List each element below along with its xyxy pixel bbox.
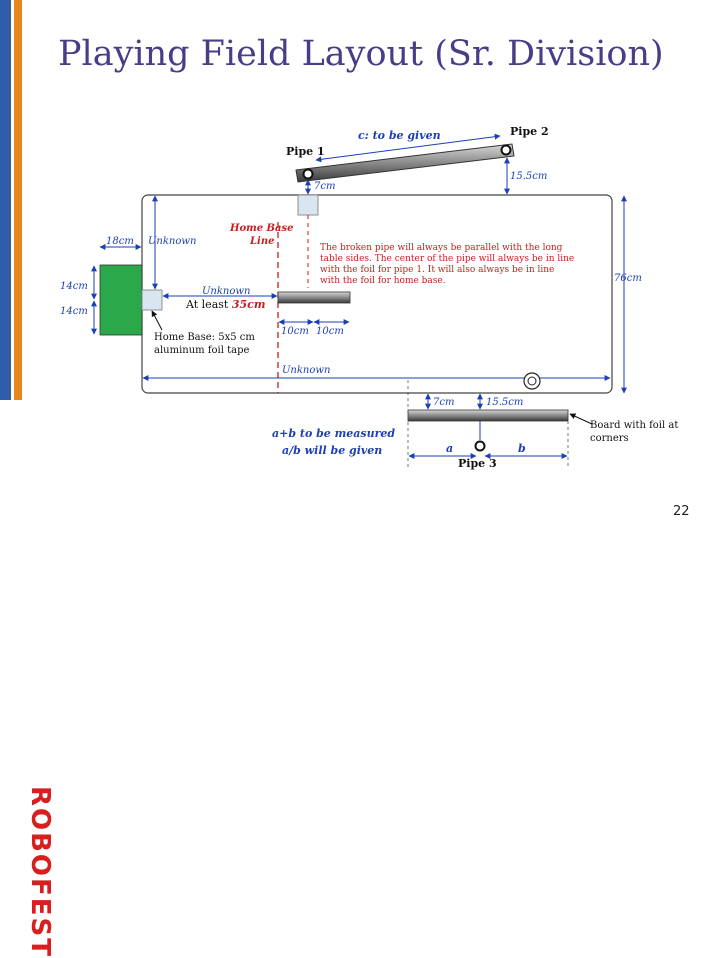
d10-a-label: 10cm [281,326,309,337]
note-line-4: with the foil for home base. [320,276,446,286]
d76-label: 76cm [614,273,642,284]
a-label: a [446,442,453,455]
bottom-board [407,409,569,422]
slide-title: Playing Field Layout (Sr. Division) [58,34,664,74]
robofest-logo: ROBOFEST [0,402,55,958]
note-line-1: The broken pipe will always be parallel … [320,243,563,253]
pipe3-post [474,440,486,452]
home-base-pointer [151,310,163,331]
d10-b-label: 10cm [316,326,344,337]
unknown-mid-label: Unknown [202,286,250,297]
unknown-bottom-label: Unknown [282,365,330,376]
c-label: c: to be given [358,129,441,142]
d155-right-label: 15.5cm [510,171,547,182]
board-label-1: Board with foil at [590,420,678,431]
pipe1-label: Pipe 1 [286,145,325,158]
note-line-3: with the foil for pipe 1. It will also a… [320,265,554,275]
corner-emblem-icon [523,372,541,390]
pipe2-post [500,144,512,156]
pipe3-label: Pipe 3 [458,457,497,470]
pipe1-foil-square [297,194,319,216]
field-layout-diagram: Pipe 1 Pipe 2 c: to be given 7cm 15.5cm … [60,125,678,470]
top-pipe [295,143,515,183]
side-accent-bar [0,0,22,400]
corner-emblem-inner [527,376,537,386]
at-least-prefix: At least [185,298,232,311]
page-number: 22 [673,504,690,519]
d14-b-label: 14cm [60,306,88,317]
home-base-desc-1: Home Base: 5x5 cm [154,332,255,343]
pipe1-post [302,168,314,180]
d18-label: 18cm [106,236,134,247]
d155-bottom-label: 15.5cm [486,397,523,408]
home-base-desc-2: aluminum foil tape [154,345,250,356]
home-base-foil [141,289,163,311]
pipe2-label: Pipe 2 [510,125,549,138]
home-base-line-label-1: Home Base [229,223,293,234]
measure-label-2: a/b will be given [282,444,382,457]
measure-label-1: a+b to be measured [272,427,395,440]
home-base-line-label-2: Line [249,236,274,247]
c-dimension-line [315,133,501,163]
broken-pipe [277,291,351,304]
at-least-value: 35cm [232,298,266,311]
b-label: b [518,442,526,455]
d14-a-label: 14cm [60,281,88,292]
d7-top-label: 7cm [314,181,335,192]
note-line-2: table sides. The center of the pipe will… [320,254,574,264]
robofest-logo-text: ROBOFEST [25,785,56,958]
board-label-2: corners [590,433,629,444]
d7-bottom-label: 7cm [433,397,454,408]
unknown-top-label: Unknown [148,236,196,247]
at-least-label: At least 35cm [185,298,265,311]
board-pointer [569,413,593,425]
home-base-zone [99,264,143,336]
